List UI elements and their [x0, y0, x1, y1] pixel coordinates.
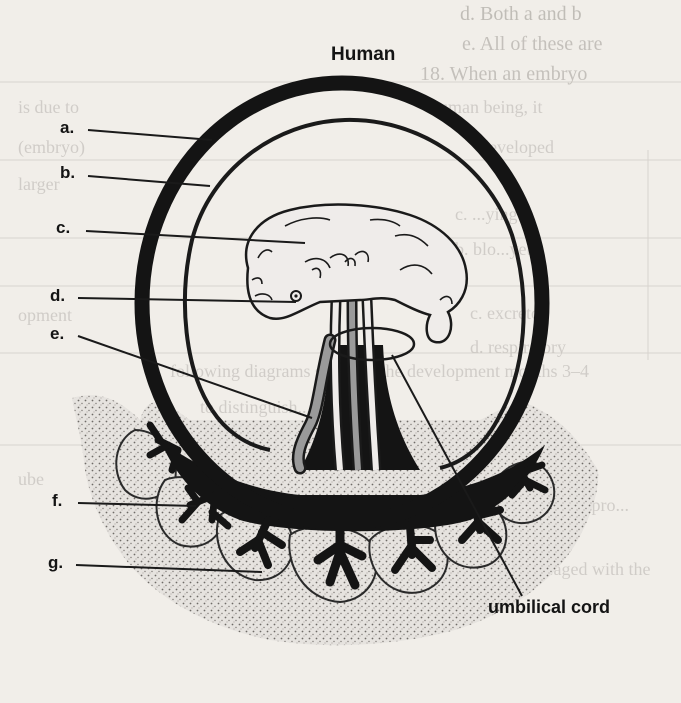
umbilical-cord-label: umbilical cord	[488, 598, 610, 616]
leader-line-a	[88, 130, 212, 140]
leader-line-b	[88, 176, 210, 186]
label-d: d.	[50, 287, 65, 304]
label-e: e.	[50, 325, 64, 342]
embryo-pupil	[294, 294, 297, 297]
label-c: c.	[56, 219, 70, 236]
diagram-title: Human	[331, 45, 395, 64]
label-g: g.	[48, 554, 63, 571]
label-a: a.	[60, 119, 74, 136]
label-f: f.	[52, 492, 62, 509]
label-b: b.	[60, 164, 75, 181]
